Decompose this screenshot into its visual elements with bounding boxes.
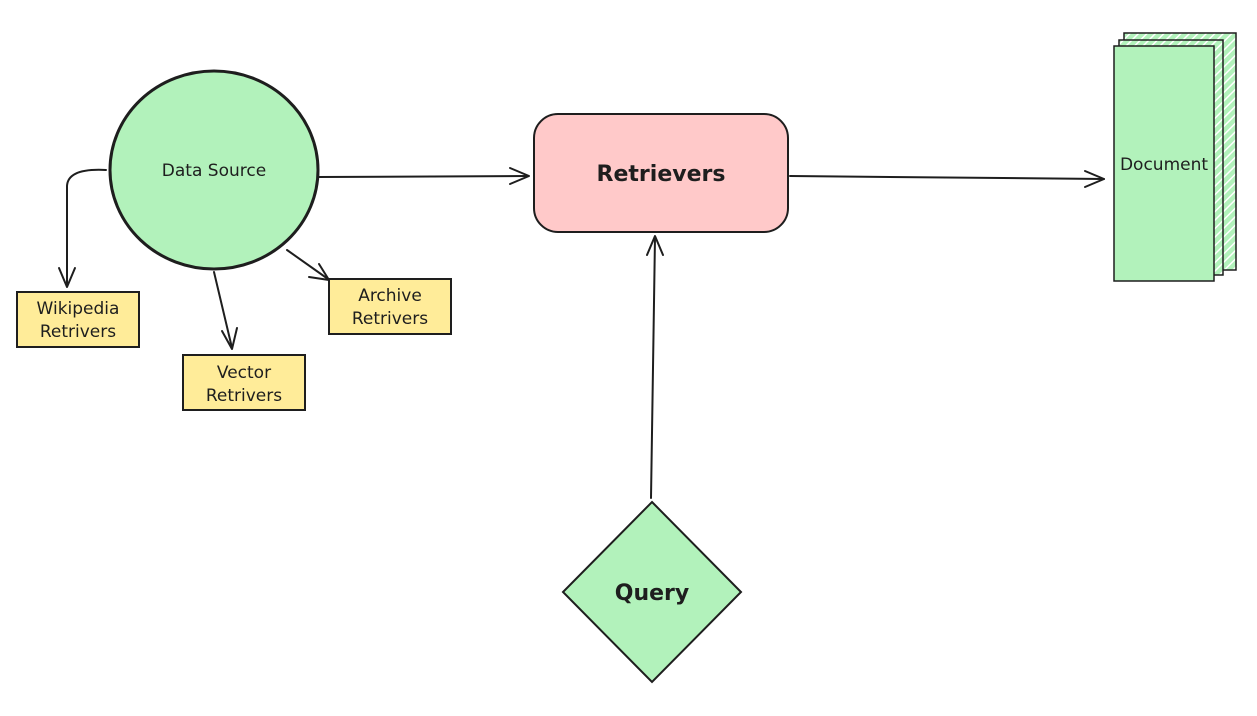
data-source-node[interactable]: Data Source — [108, 69, 320, 271]
wikipedia-retrivers-node[interactable]: Wikipedia Retrivers — [16, 291, 140, 348]
vector-retrivers-line1: Vector — [217, 363, 271, 383]
edge-datasource-to-wikipedia — [58, 168, 107, 288]
edge-datasource-to-vector — [213, 271, 238, 350]
edge-query-to-retrievers — [646, 235, 664, 499]
retrievers-node[interactable]: Retrievers — [533, 113, 789, 233]
vector-retrivers-line2: Retrivers — [206, 386, 282, 406]
edge-retrievers-to-document — [789, 170, 1105, 188]
query-label: Query — [615, 581, 689, 606]
edge-datasource-to-archive — [286, 249, 330, 281]
wikipedia-retrivers-line2: Retrivers — [40, 322, 116, 342]
data-source-label: Data Source — [162, 161, 266, 181]
retrievers-label: Retrievers — [597, 162, 726, 187]
document-label: Document — [1120, 155, 1208, 175]
wikipedia-retrivers-line1: Wikipedia — [37, 299, 120, 319]
archive-retrivers-line1: Archive — [358, 286, 422, 306]
edge-datasource-to-retrievers — [317, 167, 530, 185]
document-node[interactable]: Document — [1113, 32, 1237, 282]
archive-retrivers-node[interactable]: Archive Retrivers — [328, 278, 452, 335]
archive-retrivers-line2: Retrivers — [352, 309, 428, 329]
query-node[interactable]: Query — [561, 500, 743, 684]
vector-retrivers-node[interactable]: Vector Retrivers — [182, 354, 306, 411]
